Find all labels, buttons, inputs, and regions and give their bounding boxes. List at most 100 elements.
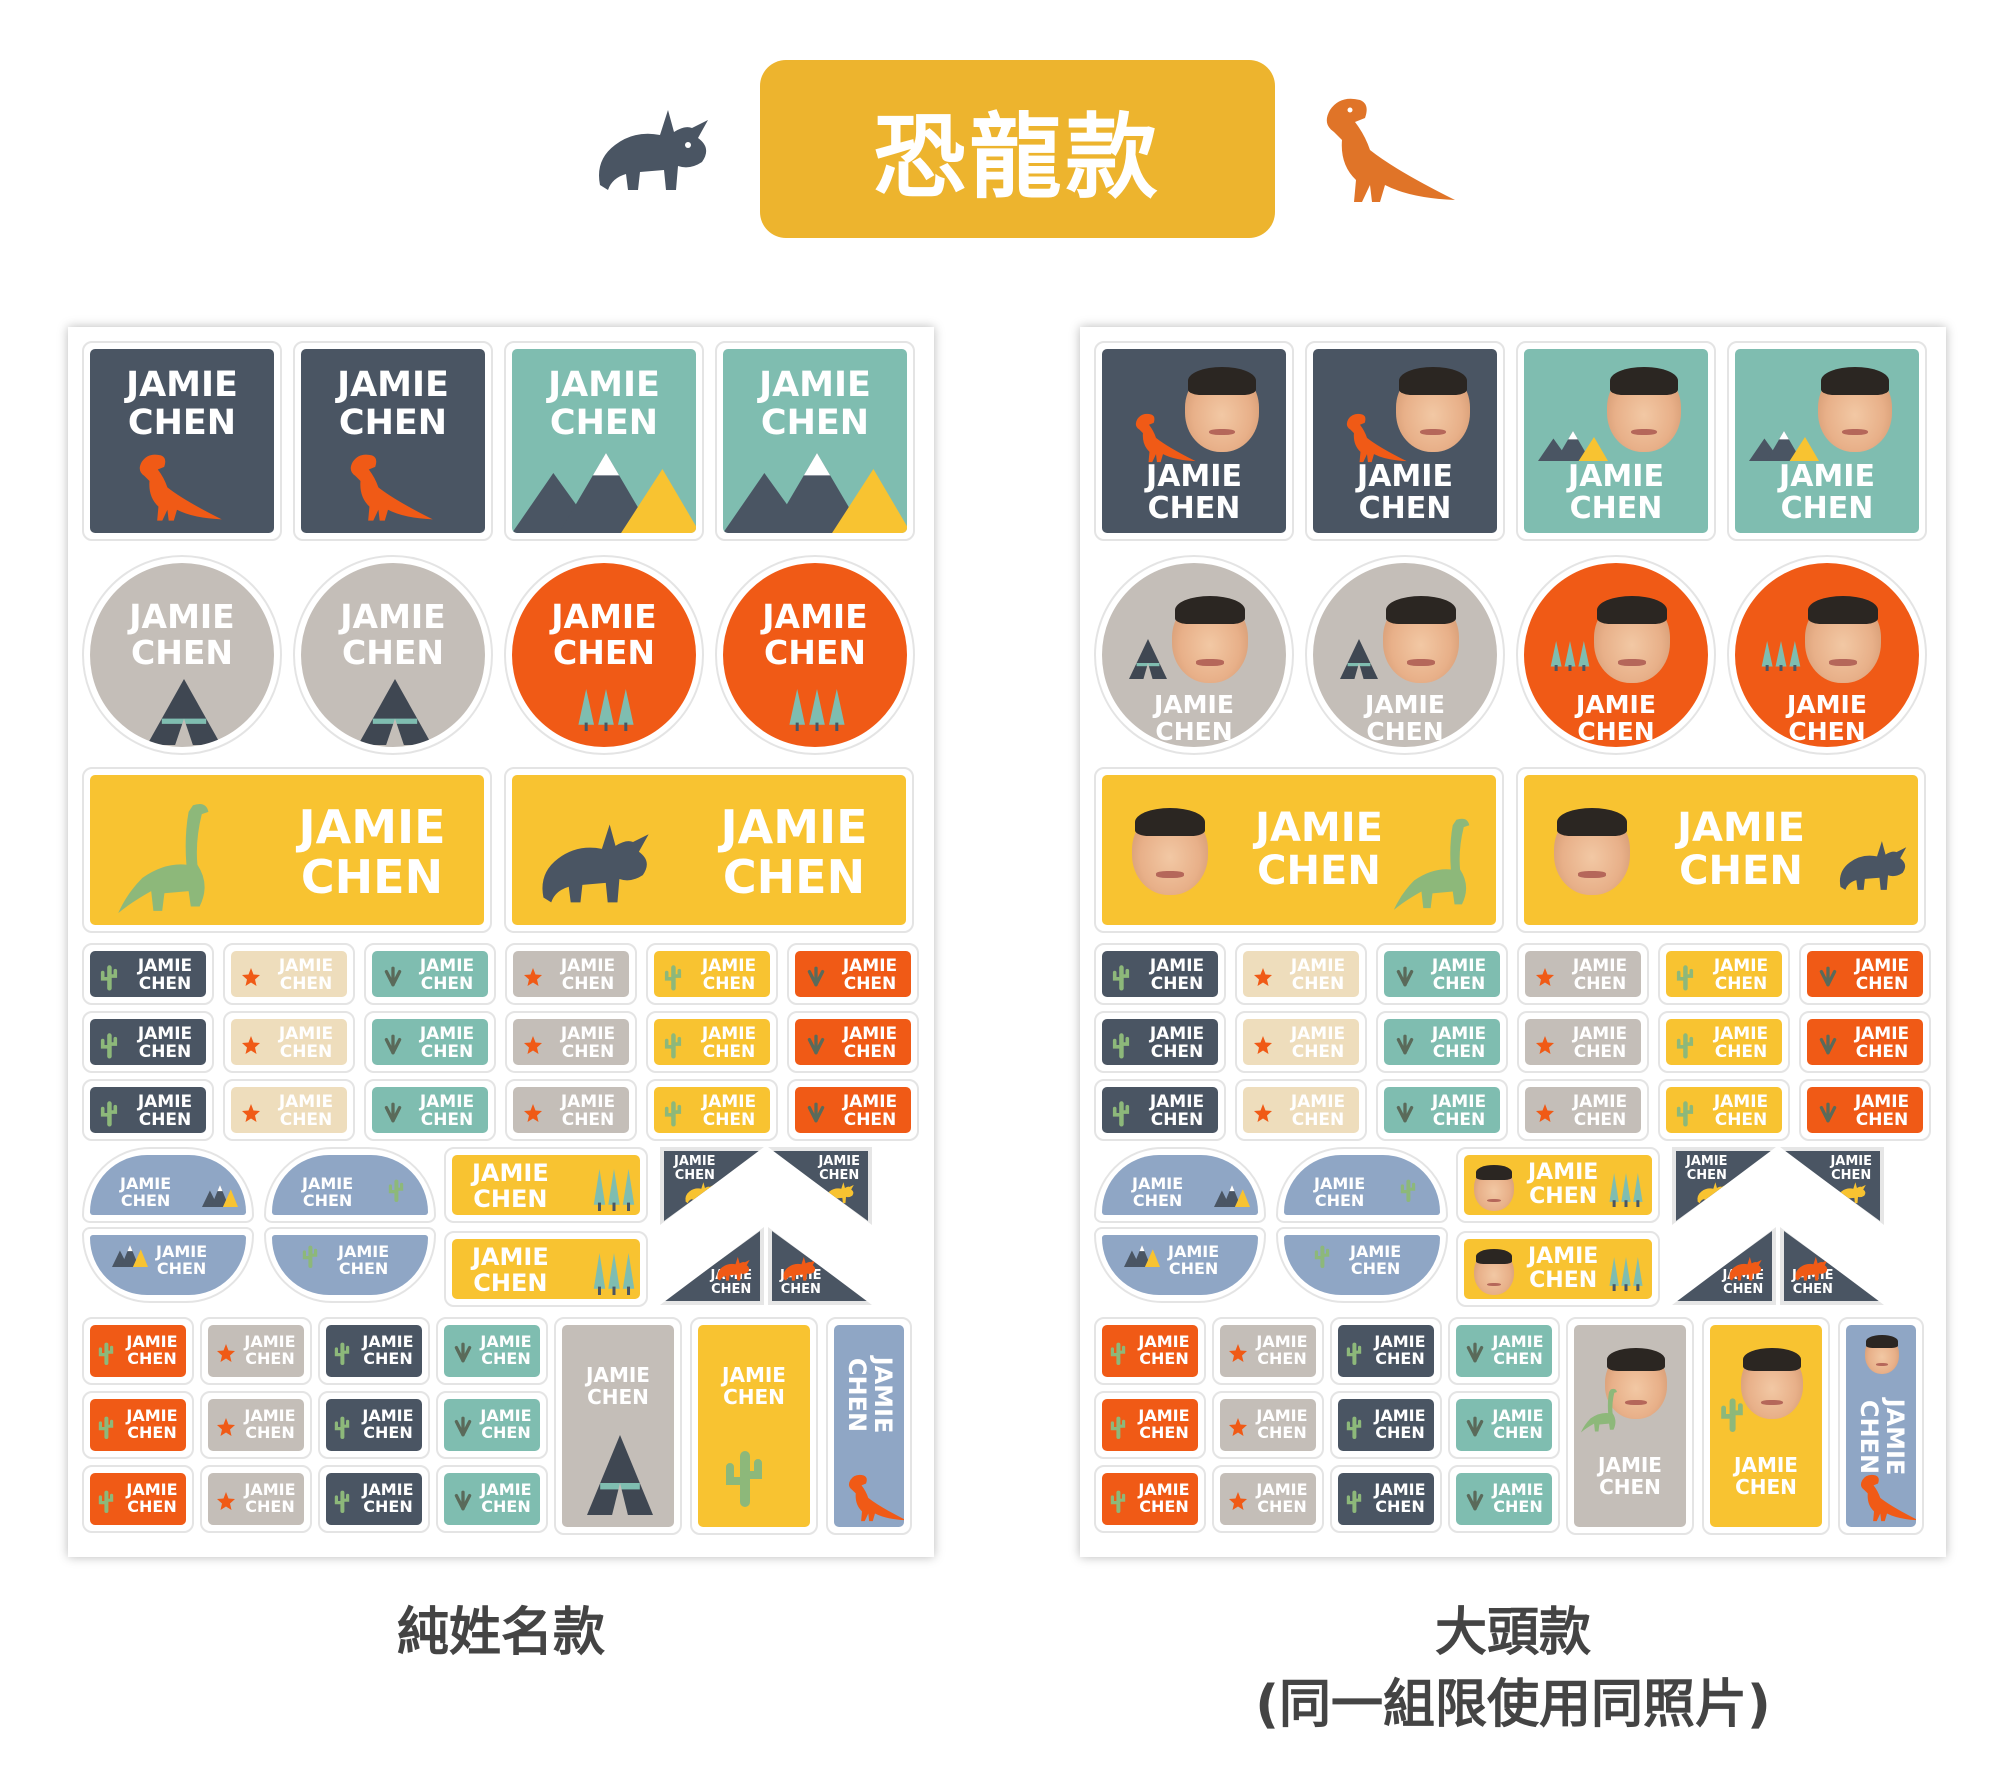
star-icon xyxy=(217,1418,235,1436)
dino-footprint-icon xyxy=(807,1102,825,1123)
name-line2: CHEN xyxy=(549,402,659,443)
name-line2: CHEN xyxy=(1375,1497,1425,1517)
name-line2: CHEN xyxy=(1855,1110,1909,1131)
name-line1: JAMIE xyxy=(1528,1244,1599,1269)
name-line1: JAMIE xyxy=(842,1024,898,1044)
cactus-icon xyxy=(1110,1490,1126,1513)
name-line2: CHEN xyxy=(1723,1281,1764,1297)
name-line2: CHEN xyxy=(1257,848,1381,895)
mountains-icon xyxy=(512,453,696,533)
triceratops-icon xyxy=(685,1182,714,1204)
name-line2: CHEN xyxy=(1291,974,1345,995)
name-line2: CHEN xyxy=(473,1184,548,1213)
name-line1: JAMIE xyxy=(1572,1092,1628,1112)
name-line1: JAMIE xyxy=(818,1154,860,1169)
dino-footprint-icon xyxy=(1466,1416,1484,1437)
name-line2: CHEN xyxy=(819,1168,860,1184)
triceratops-icon xyxy=(717,1256,750,1281)
cactus-icon xyxy=(302,1245,318,1268)
star-icon xyxy=(1536,968,1554,986)
pine-trees-icon xyxy=(593,1169,635,1211)
name-line1: JAMIE xyxy=(1713,1024,1769,1044)
name-line1: JAMIE xyxy=(362,1480,414,1499)
name-line2: CHEN xyxy=(1291,1110,1345,1131)
name-line2: CHEN xyxy=(127,1423,177,1443)
name-line1: JAMIE xyxy=(480,1406,532,1425)
name-line1: JAMIE xyxy=(1713,956,1769,976)
name-line1: JAMIE xyxy=(1350,1242,1402,1261)
name-line1: JAMIE xyxy=(137,1024,193,1044)
cactus-icon xyxy=(1110,1416,1126,1439)
name-line1: JAMIE xyxy=(244,1406,296,1425)
name-line2: CHEN xyxy=(702,974,756,995)
name-line1: JAMIE xyxy=(1787,690,1867,719)
name-line2: CHEN xyxy=(279,1110,333,1131)
cactus-icon xyxy=(664,965,682,991)
name-line1: JAMIE xyxy=(1374,1332,1426,1351)
child-face-photo xyxy=(1865,1334,1899,1374)
name-line1: JAMIE xyxy=(244,1332,296,1351)
child-face-photo xyxy=(1396,367,1470,452)
name-line1: JAMIE xyxy=(674,1154,716,1169)
name-line2: CHEN xyxy=(363,1349,413,1369)
name-line1: JAMIE xyxy=(842,1092,898,1112)
cactus-icon xyxy=(100,965,118,991)
dino-footprint-icon xyxy=(807,1034,825,1055)
name-line1: JAMIE xyxy=(337,365,449,405)
name-line1: JAMIE xyxy=(842,956,898,976)
star-icon xyxy=(1254,968,1272,986)
child-face-photo xyxy=(1474,1249,1514,1295)
cactus-icon xyxy=(98,1342,114,1365)
name-line1: JAMIE xyxy=(1492,1332,1544,1351)
cactus-icon xyxy=(1346,1490,1362,1513)
dino-footprint-icon xyxy=(1466,1490,1484,1511)
name-line1: JAMIE xyxy=(1374,1406,1426,1425)
name-line1: JAMIE xyxy=(1365,690,1445,719)
pine-trees-icon xyxy=(1609,1257,1643,1291)
name-line2: CHEN xyxy=(1432,974,1486,995)
